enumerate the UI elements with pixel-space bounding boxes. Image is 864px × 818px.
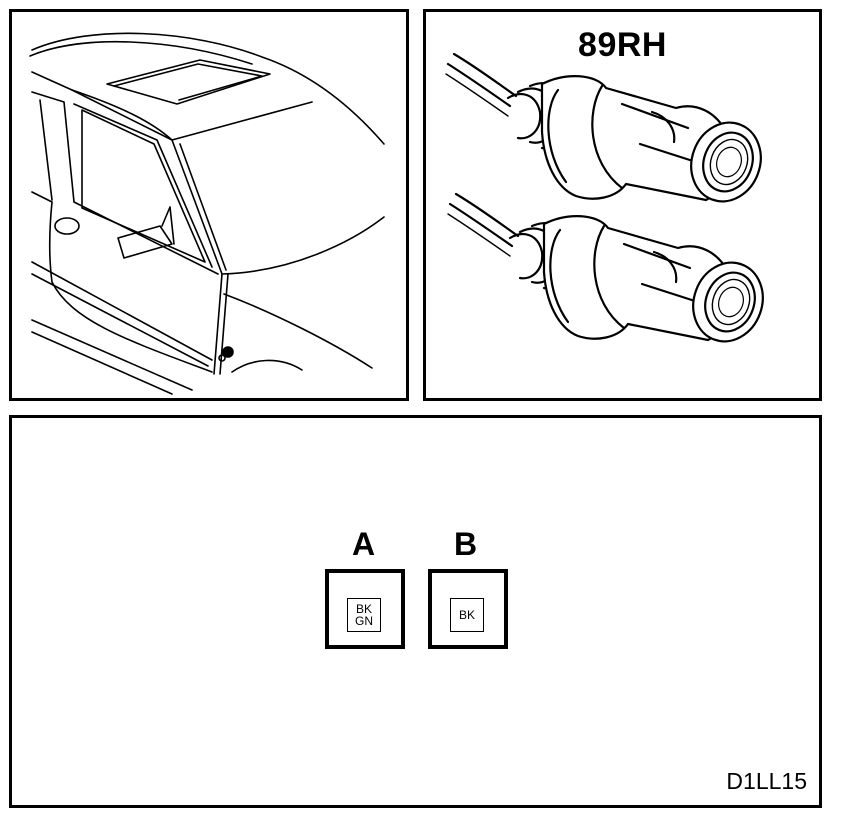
pin-a-wire-color: BK GN — [347, 598, 381, 632]
car-door-icon — [29, 32, 385, 395]
car-view-panel — [9, 9, 409, 401]
connector-panel: 89RH — [423, 9, 822, 401]
pin-a-label: A — [352, 526, 376, 562]
connector-plug-icon — [445, 52, 775, 353]
pin-a-cavity: BK GN — [325, 569, 405, 649]
diagram-code: D1LL15 — [726, 768, 807, 794]
pin-a-color-1: BK — [355, 602, 372, 616]
pin-b-color-1: BK — [458, 608, 475, 622]
pin-a-color-2: GN — [355, 614, 373, 628]
pin-b-label: B — [454, 526, 478, 562]
pin-b-cavity: BK — [428, 569, 508, 649]
connector-title: 89RH — [578, 26, 667, 64]
pin-view-panel: A BK GN B BK D1LL15 — [9, 415, 822, 808]
pin-b-wire-color: BK — [450, 598, 484, 632]
